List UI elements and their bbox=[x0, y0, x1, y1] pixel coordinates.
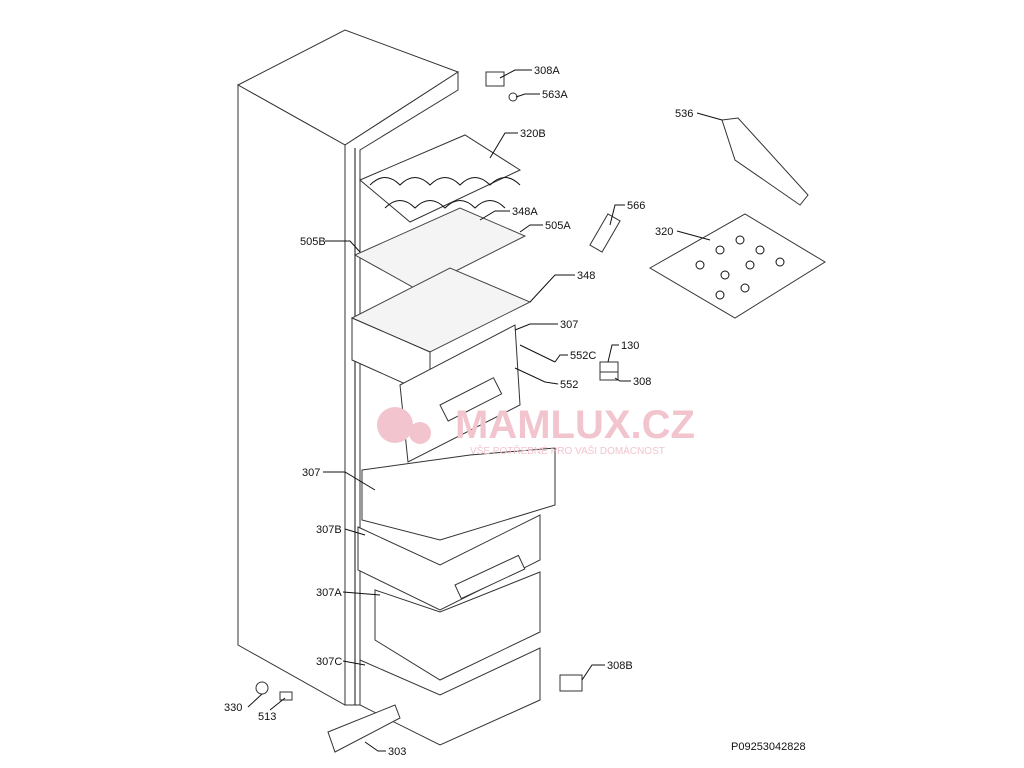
hinge-bracket bbox=[485, 71, 505, 87]
label-320b: 320B bbox=[520, 128, 546, 140]
svg-text:VŠE POTŘEBNÉ PRO VAŠI DOMÁCNOS: VŠE POTŘEBNÉ PRO VAŠI DOMÁCNOST bbox=[470, 444, 665, 457]
label-513: 513 bbox=[258, 711, 276, 723]
label-536: 536 bbox=[675, 108, 693, 120]
leader-lines bbox=[247, 69, 723, 752]
label-552c: 552C bbox=[570, 350, 596, 362]
fridge-cabinet bbox=[236, 29, 460, 706]
freezer-drawers bbox=[357, 447, 556, 746]
foot-cover bbox=[279, 691, 293, 701]
label-308a: 308A bbox=[534, 65, 560, 77]
label-505b: 505B bbox=[300, 236, 326, 248]
label-307a: 307A bbox=[316, 587, 342, 599]
label-348: 348 bbox=[577, 270, 595, 282]
divider-536 bbox=[721, 117, 809, 206]
svg-text:MAMLUX.CZ: MAMLUX.CZ bbox=[455, 403, 695, 447]
label-308b: 308B bbox=[607, 660, 633, 672]
label-307b: 307B bbox=[316, 524, 342, 536]
perforated-plate bbox=[649, 213, 826, 319]
label-505a: 505A bbox=[545, 220, 571, 232]
chiller-drawer bbox=[351, 317, 556, 463]
bracket-130 bbox=[599, 361, 619, 373]
label-130: 130 bbox=[621, 340, 639, 352]
watermark: MAMLUX.CZ VŠE POTŘEBNÉ PRO VAŠI DOMÁCNOS… bbox=[377, 403, 695, 457]
wine-rack bbox=[359, 134, 522, 223]
screw bbox=[508, 92, 518, 102]
label-303: 303 bbox=[388, 746, 406, 758]
label-552: 552 bbox=[560, 379, 578, 391]
label-320: 320 bbox=[655, 226, 673, 238]
label-307-top: 307 bbox=[560, 319, 578, 331]
label-307-mid: 307 bbox=[302, 467, 320, 479]
bracket-308 bbox=[599, 371, 619, 381]
bracket-566 bbox=[589, 213, 621, 253]
hinge-308b bbox=[559, 674, 583, 692]
label-563a: 563A bbox=[542, 89, 568, 101]
part-labels: 308A 563A 320B 536 566 348A 505A 505B 32… bbox=[224, 65, 806, 758]
label-308: 308 bbox=[633, 376, 651, 388]
kick-plate bbox=[327, 704, 401, 753]
adjustable-foot bbox=[255, 681, 269, 695]
label-348a: 348A bbox=[512, 206, 538, 218]
glass-shelf-small bbox=[353, 207, 527, 291]
label-307c: 307C bbox=[316, 656, 342, 668]
label-330: 330 bbox=[224, 702, 242, 714]
drawing-code: P09253042828 bbox=[731, 741, 806, 753]
label-566: 566 bbox=[627, 200, 645, 212]
